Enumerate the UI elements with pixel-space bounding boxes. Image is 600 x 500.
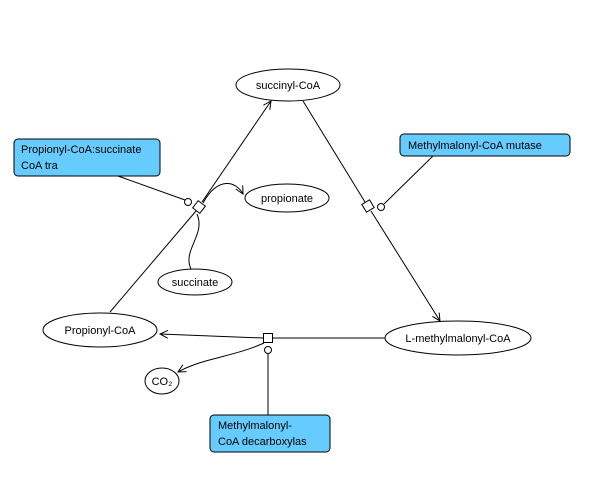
- species-node-succinyl-coa[interactable]: succinyl-CoA: [235, 68, 341, 102]
- edge-mutase-enzyme-connector[interactable]: [383, 155, 434, 205]
- succinate-label: succinate: [172, 277, 218, 289]
- propionyl-coa-label: Propionyl-CoA: [65, 325, 137, 337]
- edge-propionyl-coa-to-transferase-reaction[interactable]: [109, 210, 197, 313]
- species-node-co2[interactable]: CO₂: [144, 367, 180, 395]
- enzyme-node-transferase[interactable]: Propionyl-CoA:succinate CoA tra: [13, 138, 161, 177]
- enzyme-node-mutase[interactable]: Methylmalonyl-CoA mutase: [399, 133, 571, 157]
- transferase-modifier-port[interactable]: [184, 198, 192, 206]
- decarboxylase-modifier-port[interactable]: [264, 346, 272, 354]
- succinate-ellipse[interactable]: [157, 268, 233, 296]
- species-node-propionyl-coa[interactable]: Propionyl-CoA: [42, 312, 158, 348]
- mutase-label: Methylmalonyl-CoA mutase: [408, 140, 542, 152]
- mutase-box[interactable]: [399, 133, 571, 157]
- edge-succinate-to-transferase-reaction[interactable]: [188, 213, 200, 270]
- decarboxylase-label-line2: CoA decarboxylas: [218, 436, 307, 448]
- transferase-label-line2: CoA tra: [21, 160, 59, 172]
- species-node-propionate[interactable]: propionate: [244, 183, 330, 213]
- edge-transferase-reaction-to-succinyl-coa[interactable]: [201, 101, 271, 203]
- propionyl-coa-ellipse[interactable]: [42, 312, 158, 348]
- transferase-label-line1: Propionyl-CoA:succinate: [21, 144, 141, 156]
- succinyl-coa-ellipse[interactable]: [235, 68, 341, 102]
- l-methylmalonyl-coa-label: L-methylmalonyl-CoA: [405, 333, 511, 345]
- enzyme-node-decarboxylase[interactable]: Methylmalonyl- CoA decarboxylas: [209, 414, 331, 453]
- reaction-edges: [109, 100, 440, 415]
- edge-decarboxylase-reaction-to-co2[interactable]: [178, 342, 265, 372]
- edge-mutase-reaction-to-l-methylmalonyl-coa[interactable]: [370, 210, 440, 321]
- transferase-reaction-node[interactable]: [191, 199, 207, 215]
- edge-decarboxylase-reaction-to-propionyl-coa[interactable]: [160, 334, 264, 339]
- co2-ellipse[interactable]: [144, 367, 180, 395]
- edge-transferase-enzyme-connector[interactable]: [117, 175, 186, 201]
- mutase-reaction-node[interactable]: [361, 199, 375, 213]
- succinyl-coa-label: succinyl-CoA: [256, 80, 321, 92]
- decarboxylase-box[interactable]: [209, 414, 331, 453]
- co2-label: CO₂: [152, 376, 173, 388]
- decarboxylase-label-line1: Methylmalonyl-: [218, 420, 292, 432]
- decarboxylase-reaction-node[interactable]: [263, 333, 273, 343]
- mutase-modifier-port[interactable]: [377, 203, 385, 211]
- reaction-nodes: [184, 198, 385, 354]
- species-node-l-methylmalonyl-coa[interactable]: L-methylmalonyl-CoA: [384, 320, 532, 356]
- edge-succinyl-coa-to-mutase-reaction[interactable]: [302, 100, 366, 203]
- transferase-box[interactable]: [13, 138, 161, 177]
- l-methylmalonyl-coa-ellipse[interactable]: [384, 320, 532, 356]
- species-node-succinate[interactable]: succinate: [157, 268, 233, 296]
- edge-transferase-reaction-to-propionate[interactable]: [202, 183, 243, 204]
- propionate-label: propionate: [261, 193, 313, 205]
- propionate-ellipse[interactable]: [244, 183, 330, 213]
